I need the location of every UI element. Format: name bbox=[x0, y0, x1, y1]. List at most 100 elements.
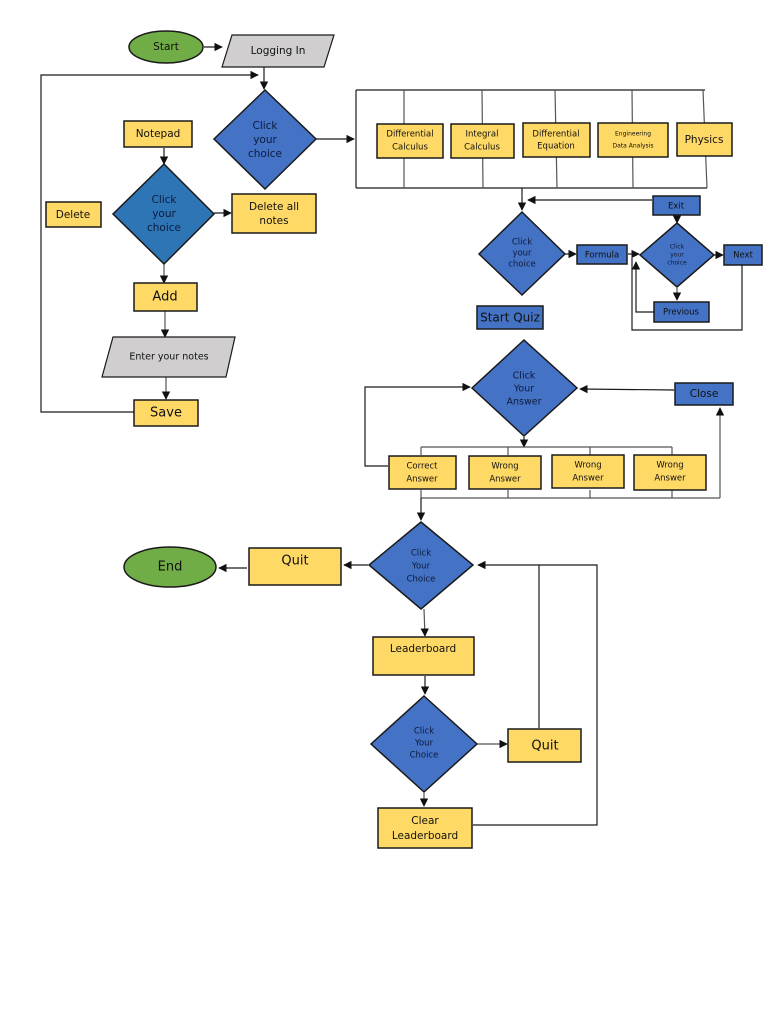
enter-notes-input[interactable]: Enter your notes bbox=[101, 336, 236, 378]
delete-process[interactable]: Delete bbox=[45, 201, 102, 228]
close-process[interactable]: Close bbox=[674, 382, 734, 406]
notepad-choice-line-2: your bbox=[152, 208, 176, 220]
main-choice-line-2: your bbox=[253, 134, 277, 146]
subject-choice-line-3: choice bbox=[508, 260, 536, 270]
next-label: Next bbox=[733, 251, 753, 261]
lb-choice-line-3: Choice bbox=[410, 751, 439, 761]
subject-choice-decision[interactable]: Click your choice bbox=[477, 210, 567, 297]
answer-3-line-1: Wrong bbox=[574, 461, 601, 471]
subject-3-line-1: Differential bbox=[532, 130, 579, 140]
close-label: Close bbox=[690, 388, 719, 400]
final-choice-line-3: Choice bbox=[407, 575, 436, 585]
subject-4-line-2: Data Analysis bbox=[613, 143, 654, 150]
answer-wrong-3[interactable]: Wrong Answer bbox=[633, 454, 707, 491]
subject-engineering-data-analysis[interactable]: Engineering Data Analysis bbox=[597, 122, 669, 158]
save-process[interactable]: Save bbox=[133, 399, 199, 427]
answer-choice-line-1: Click bbox=[513, 371, 536, 382]
add-process[interactable]: Add bbox=[133, 282, 198, 312]
subject-choice-line-2: your bbox=[512, 249, 532, 259]
enter-notes-label: Enter your notes bbox=[129, 352, 208, 363]
answer-bus-bottom bbox=[420, 490, 720, 499]
leaderboard-quit-process[interactable]: Quit bbox=[507, 728, 582, 763]
save-label: Save bbox=[150, 406, 182, 421]
connector-correct-loop bbox=[364, 382, 471, 467]
start-quiz-process[interactable]: Start Quiz bbox=[476, 305, 544, 330]
answer-wrong-1[interactable]: Wrong Answer bbox=[468, 455, 542, 490]
notepad-choice-decision[interactable]: Click your choice bbox=[111, 162, 216, 266]
lb-choice-line-2: Your bbox=[414, 739, 434, 749]
final-choice-line-2: Your bbox=[411, 562, 431, 572]
answer-3-line-2: Answer bbox=[572, 474, 604, 484]
subject-differential-equation[interactable]: Differential Equation bbox=[522, 122, 591, 158]
main-choice-line-1: Click bbox=[252, 120, 278, 132]
answer-wrong-2[interactable]: Wrong Answer bbox=[551, 454, 625, 489]
subject-differential-calculus[interactable]: Differential Calculus bbox=[376, 123, 444, 159]
answer-1-line-1: Correct bbox=[406, 462, 438, 472]
start-label: Start bbox=[153, 41, 179, 53]
answer-correct[interactable]: Correct Answer bbox=[388, 455, 457, 490]
connector-previous-loop bbox=[631, 261, 654, 313]
main-choice-decision[interactable]: Click your choice bbox=[212, 88, 318, 191]
answer-1-line-2: Answer bbox=[406, 475, 438, 485]
connector-close-choice bbox=[579, 384, 675, 394]
formula-choice-line-1: Click bbox=[670, 244, 685, 251]
answer-choice-decision[interactable]: Click Your Answer bbox=[470, 338, 579, 438]
start-terminator[interactable]: Start bbox=[128, 30, 204, 64]
subject-1-line-2: Calculus bbox=[392, 143, 428, 153]
notepad-choice-line-3: choice bbox=[147, 222, 181, 234]
answer-choice-line-3: Answer bbox=[507, 397, 542, 408]
connectors bbox=[40, 42, 743, 826]
formula-choice-line-3: choice bbox=[667, 260, 687, 267]
connector-save-loop bbox=[40, 70, 259, 413]
subject-5-line-1: Physics bbox=[685, 134, 724, 146]
answer-2-line-2: Answer bbox=[489, 475, 521, 485]
lb-choice-line-1: Click bbox=[414, 727, 434, 737]
notepad-choice-line-1: Click bbox=[151, 194, 177, 206]
subject-physics[interactable]: Physics bbox=[676, 122, 733, 157]
leaderboard-quit-label: Quit bbox=[531, 739, 558, 754]
subject-2-line-2: Calculus bbox=[464, 143, 500, 153]
final-choice-decision[interactable]: Click Your Choice bbox=[367, 521, 475, 610]
connector-next-loop bbox=[631, 258, 743, 331]
leaderboard-label: Leaderboard bbox=[390, 643, 456, 655]
previous-process[interactable]: Previous bbox=[653, 301, 710, 323]
leaderboard-process[interactable]: Leaderboard bbox=[372, 636, 475, 676]
subject-2-line-1: Integral bbox=[466, 130, 499, 140]
exit-process[interactable]: Exit bbox=[652, 195, 701, 216]
clear-leaderboard-line-2: Leaderboard bbox=[392, 830, 458, 842]
delete-all-line-1: Delete all bbox=[249, 201, 299, 213]
leaderboard-choice-decision[interactable]: Click Your Choice bbox=[369, 694, 479, 794]
logging-in-label: Logging In bbox=[251, 45, 306, 57]
notepad-process[interactable]: Notepad bbox=[123, 120, 193, 148]
subject-choice-line-1: Click bbox=[512, 238, 532, 248]
delete-all-line-2: notes bbox=[259, 215, 288, 227]
add-label: Add bbox=[152, 290, 177, 305]
subject-integral-calculus[interactable]: Integral Calculus bbox=[450, 123, 515, 159]
delete-all-notes-process[interactable]: Delete all notes bbox=[231, 193, 317, 234]
answer-4-line-1: Wrong bbox=[656, 461, 683, 471]
next-process[interactable]: Next bbox=[723, 244, 763, 266]
start-quiz-label: Start Quiz bbox=[480, 311, 540, 325]
connector-clear-loop bbox=[473, 560, 598, 826]
final-choice-line-1: Click bbox=[411, 549, 431, 559]
previous-label: Previous bbox=[663, 308, 699, 318]
notepad-label: Notepad bbox=[136, 128, 181, 140]
main-choice-line-3: choice bbox=[248, 148, 282, 160]
subject-4-line-1: Engineering bbox=[615, 131, 651, 138]
exit-label: Exit bbox=[668, 202, 685, 212]
answer-4-line-2: Answer bbox=[654, 474, 686, 484]
answer-choice-line-2: Your bbox=[513, 384, 534, 395]
subject-1-line-1: Differential bbox=[386, 130, 433, 140]
quit-label: Quit bbox=[281, 554, 308, 569]
end-terminator[interactable]: End bbox=[123, 546, 217, 588]
formula-choice-decision[interactable]: Click your choice bbox=[638, 222, 716, 288]
logging-in-input[interactable]: Logging In bbox=[221, 34, 335, 68]
formula-choice-line-2: your bbox=[670, 252, 684, 259]
formula-process[interactable]: Formula bbox=[576, 244, 628, 265]
quit-process[interactable]: Quit bbox=[248, 547, 342, 586]
connector-final-leaderboard bbox=[420, 608, 429, 637]
subject-3-line-2: Equation bbox=[537, 142, 575, 152]
clear-leaderboard-process[interactable]: Clear Leaderboard bbox=[377, 807, 473, 849]
clear-leaderboard-line-1: Clear bbox=[411, 815, 439, 827]
